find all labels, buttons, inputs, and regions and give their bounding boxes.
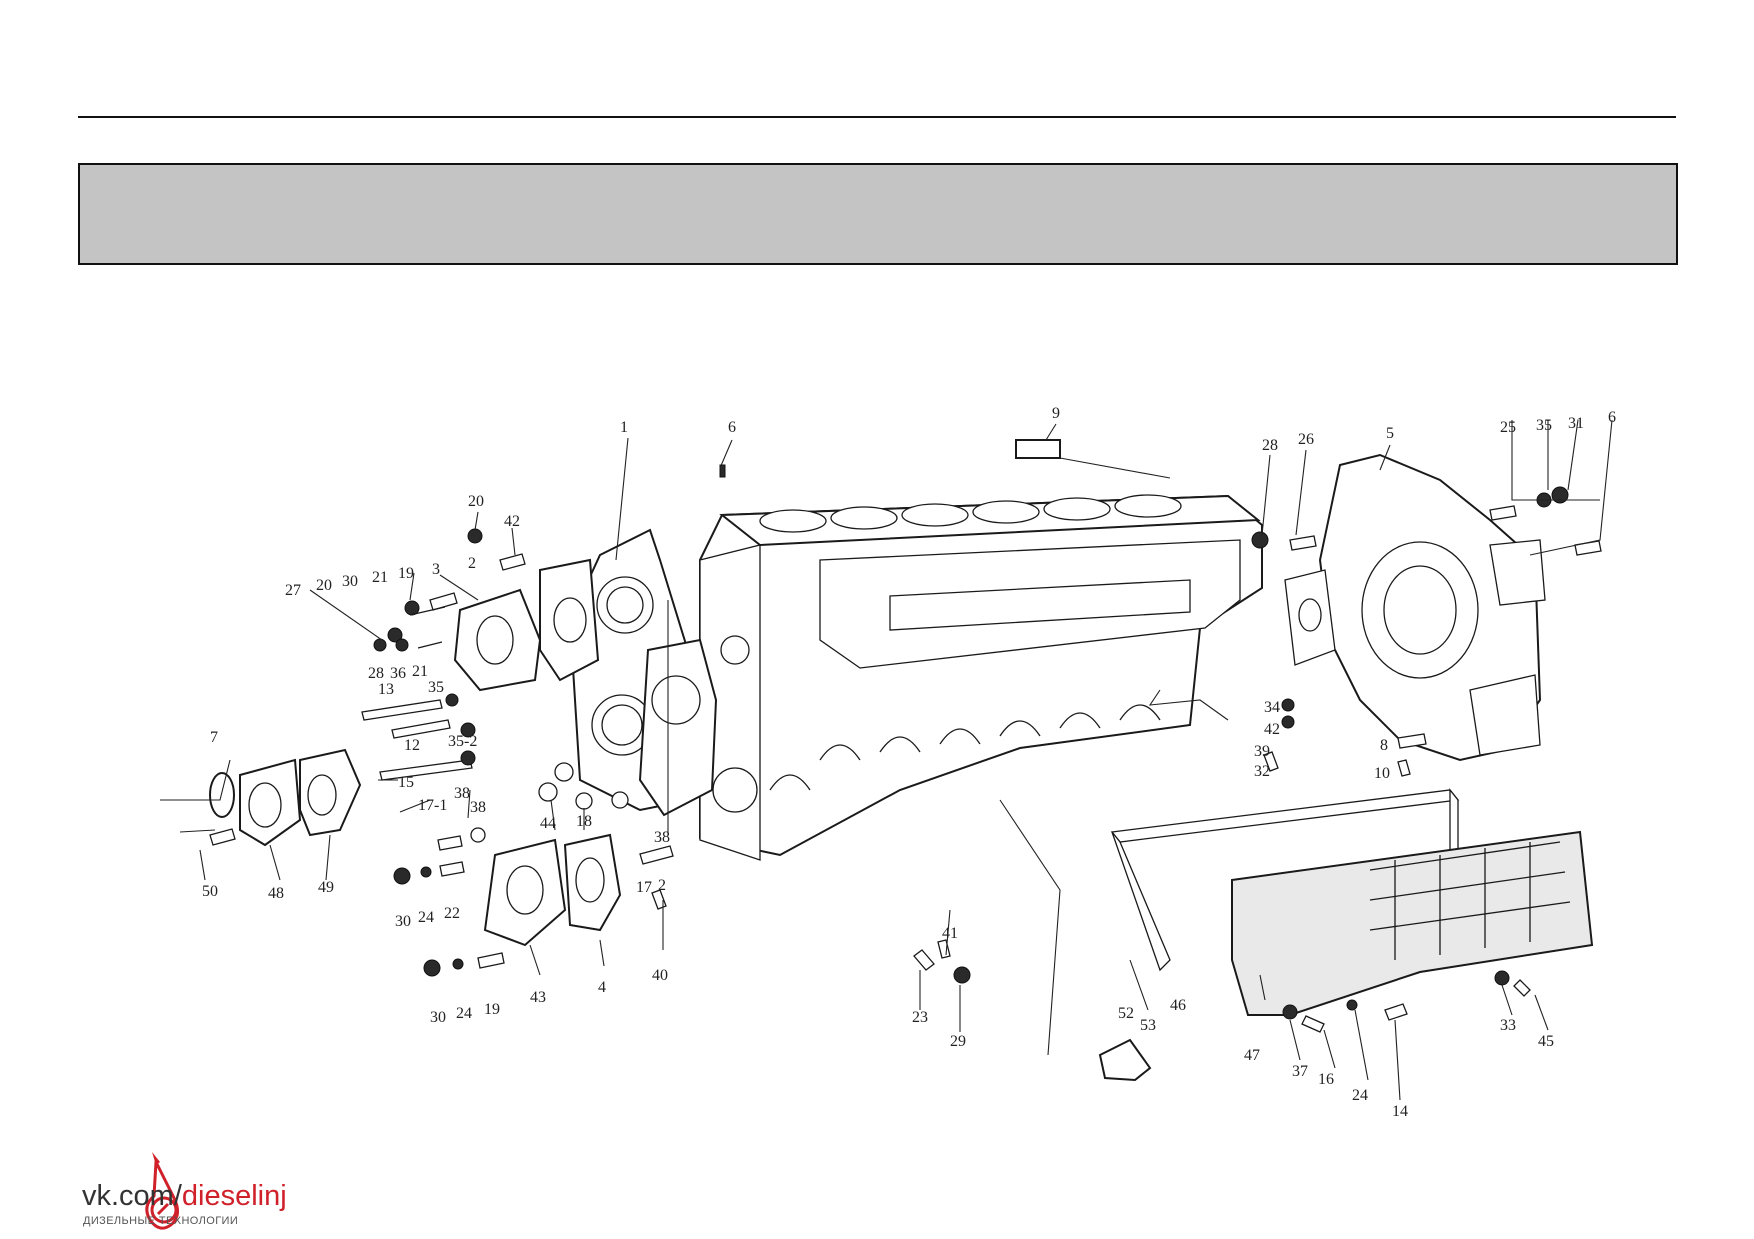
front-adapter-block	[539, 558, 600, 682]
part-label-46: 45	[1538, 1033, 1554, 1050]
part-label-28: 28	[1262, 437, 1278, 454]
watermark-subtitle: ДИЗЕЛЬНЫЕ ТЕХНОЛОГИИ	[83, 1215, 239, 1227]
part-label-26: 26	[1298, 431, 1314, 448]
part-label-31: 31	[1568, 415, 1584, 432]
part-label-33: 33	[1500, 1017, 1516, 1034]
part-label-15: 15	[398, 774, 414, 791]
part-label-44: 43	[530, 989, 546, 1006]
timing-gear-housing	[638, 638, 718, 817]
part-label-30c: 30	[430, 1009, 446, 1026]
part-label-19b: 19	[484, 1001, 500, 1018]
part-label-4: 4	[598, 979, 606, 996]
part-label-12: 12	[404, 737, 420, 754]
part-label-6: 6	[1608, 409, 1616, 426]
oil-pan	[1231, 830, 1594, 1016]
part-label-18: 18	[576, 813, 592, 830]
part-label-35b: 35	[428, 679, 444, 696]
part-label-45: 44	[540, 815, 556, 832]
leader-lines	[160, 419, 1613, 1101]
part-number-labels: 1 6 9 28 26 5 25 35 31 6 20 42 27 20 30 …	[202, 405, 1616, 1120]
part-label-14: 14	[1392, 1103, 1408, 1120]
part-label-32: 32	[1254, 763, 1270, 780]
part-label-21b: 21	[412, 663, 428, 680]
part-label-5: 5	[1386, 425, 1394, 442]
part-label-27: 27	[285, 582, 301, 599]
part-label-43: 42	[504, 513, 520, 530]
part-label-24c: 24	[1352, 1087, 1368, 1104]
part-label-42: 42	[1264, 721, 1280, 738]
part-label-22: 22	[444, 905, 460, 922]
part-label-10b: 10	[1374, 765, 1390, 782]
part-label-49: 48	[268, 885, 284, 902]
part-label-20b: 20	[316, 577, 332, 594]
part-label-24: 24	[418, 909, 434, 926]
watermark-url: vk.com/dieselinj	[82, 1180, 287, 1212]
part-label-40: 40	[652, 967, 668, 984]
part-label-7: 7	[210, 729, 218, 746]
part-label-21: 21	[372, 569, 388, 586]
part-label-34: 34	[1264, 699, 1280, 716]
title-banner	[78, 163, 1678, 265]
part-label-1: 1	[620, 419, 628, 436]
flywheel-housing	[1284, 453, 1546, 762]
part-label-17-1: 17-1	[418, 797, 447, 814]
part-label-53: 53	[1140, 1017, 1156, 1034]
water-pump-flange	[209, 748, 362, 847]
header-rule	[78, 116, 1676, 118]
part-label-20: 20	[468, 493, 484, 510]
oil-pan-gasket	[1110, 788, 1460, 972]
part-label-10: 6	[728, 419, 736, 436]
part-label-51: 50	[202, 883, 218, 900]
part-label-52: 52	[1118, 1005, 1134, 1022]
part-label-25: 25	[1500, 419, 1516, 436]
part-label-23: 23	[912, 1009, 928, 1026]
part-label-29: 29	[950, 1033, 966, 1050]
front-gasket-plate	[453, 588, 542, 692]
part-label-28b: 28	[368, 665, 384, 682]
part-label-48: 47	[1244, 1047, 1260, 1064]
part-label-30: 30	[342, 573, 358, 590]
part-label-37: 37	[1292, 1063, 1308, 1080]
part-label-38: 38	[454, 785, 470, 802]
part-label-8: 8	[1380, 737, 1388, 754]
part-label-16: 16	[1318, 1071, 1334, 1088]
part-label-36: 36	[390, 665, 406, 682]
part-label-38b: 38	[470, 799, 486, 816]
part-label-41: 41	[942, 925, 958, 942]
oil-pan-bracket	[1098, 1038, 1152, 1082]
side-cover	[483, 833, 622, 947]
part-label-47: 46	[1170, 997, 1186, 1014]
part-label-30b: 30	[395, 913, 411, 930]
part-label-2b: 2	[658, 877, 666, 894]
part-label-35: 35	[1536, 417, 1552, 434]
part-label-13: 13	[378, 681, 394, 698]
part-label-38c: 38	[654, 829, 670, 846]
cylinder-block	[699, 494, 1263, 861]
part-label-24b: 24	[456, 1005, 472, 1022]
part-label-50: 49	[318, 879, 334, 896]
dieselinj-logo-icon	[145, 1152, 179, 1230]
part-label-9: 9	[1052, 405, 1060, 422]
part-label-39: 39	[1254, 743, 1270, 760]
part-label-35-2: 35-2	[448, 733, 477, 750]
part-label-17: 17	[636, 879, 652, 896]
part-label-19: 19	[398, 565, 414, 582]
hardware-parts	[209, 439, 1602, 1033]
part-label-3: 3	[432, 561, 440, 578]
part-label-2: 2	[468, 555, 476, 572]
